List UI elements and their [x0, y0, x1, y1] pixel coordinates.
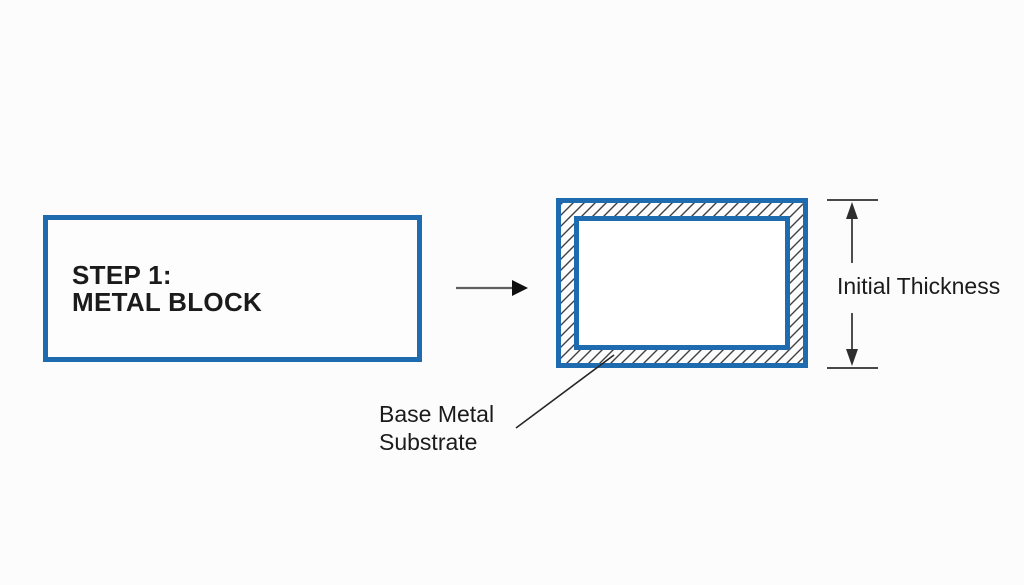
coated-metal-block	[556, 198, 808, 368]
step-label-line2: METAL BLOCK	[72, 286, 263, 317]
dimension-down-arrowhead	[846, 349, 858, 366]
step-label-line1: STEP 1:	[72, 259, 172, 290]
dimension-up-arrowhead	[846, 202, 858, 219]
leader-line	[515, 354, 615, 429]
thickness-dimension-icon	[827, 199, 878, 369]
block-core	[574, 216, 790, 350]
step-box: STEP 1: METAL BLOCK	[43, 215, 422, 362]
flow-arrow-right-icon	[456, 280, 528, 296]
base-metal-substrate-label: Base Metal Substrate	[379, 400, 494, 456]
base-metal-label-line1: Base Metal	[379, 401, 495, 427]
initial-thickness-label: Initial Thickness	[837, 273, 1001, 299]
leader-line-segment	[515, 354, 615, 429]
base-metal-label-line2: Substrate	[379, 429, 478, 455]
flow-arrow-head	[512, 280, 528, 296]
